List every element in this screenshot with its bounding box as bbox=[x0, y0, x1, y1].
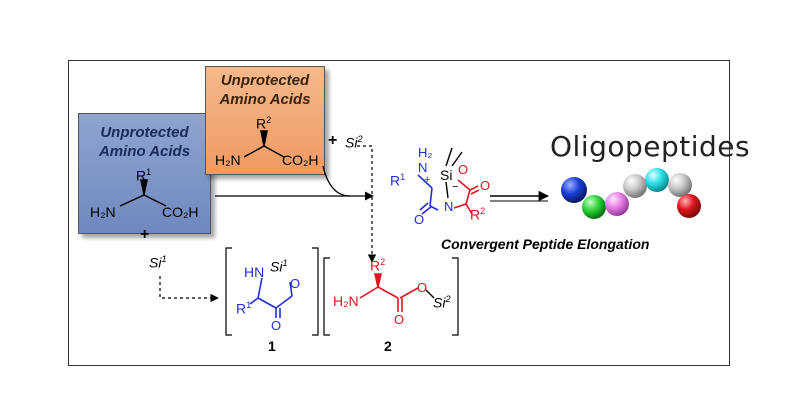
intermediate-2-si-bond bbox=[425, 289, 435, 299]
intermediate-2-bonds bbox=[359, 273, 419, 312]
int1-carbonyl-o: O bbox=[271, 318, 282, 333]
intermediate-1-bonds bbox=[249, 277, 293, 318]
box1-structure-bonds bbox=[119, 179, 167, 207]
product-carbonyl-o-red: O bbox=[480, 178, 491, 193]
product-carbonyl-o-blue: O bbox=[414, 212, 425, 227]
product-ring-n: N bbox=[444, 199, 454, 214]
box2-title-line1: Unprotected bbox=[220, 72, 310, 89]
unprotected-amino-acid-2-box: Unprotected Amino Acids bbox=[205, 66, 325, 175]
curved-arrow bbox=[322, 165, 351, 197]
box1-title-line2: Amino Acids bbox=[98, 143, 191, 160]
product-r2: R2 bbox=[470, 206, 486, 223]
si1-label: Si1 bbox=[149, 254, 167, 271]
box2-r-label: R2 bbox=[256, 115, 272, 132]
int1-r: R1 bbox=[236, 300, 252, 317]
product-red-bonds bbox=[453, 179, 480, 215]
oligopeptide-beads bbox=[561, 168, 701, 219]
bead-blue bbox=[561, 177, 587, 203]
bead-green bbox=[582, 195, 606, 219]
dashed-arrow-to-2 bbox=[357, 145, 377, 263]
product-r1: R1 bbox=[390, 172, 406, 189]
unprotected-amino-acid-1-box: Unprotected Amino Acids bbox=[78, 113, 211, 234]
plus-si1: + bbox=[140, 226, 150, 243]
box2-structure-bonds bbox=[243, 130, 285, 158]
product-ring-o: O bbox=[458, 162, 469, 177]
int2-number: 2 bbox=[384, 338, 392, 354]
box2-amine-label: H₂N bbox=[215, 152, 241, 168]
box1-r-label: R1 bbox=[136, 167, 152, 184]
int1-ring-o: O bbox=[290, 276, 301, 291]
bead-pink bbox=[605, 192, 629, 216]
product-blue-bonds bbox=[417, 174, 439, 215]
int2-amine: H₂N bbox=[333, 293, 359, 309]
int1-si: Si1 bbox=[270, 258, 288, 275]
int2-ester-o: O bbox=[417, 280, 428, 295]
bead-grey-1 bbox=[623, 174, 647, 198]
int1-number: 1 bbox=[268, 338, 276, 354]
box2-acid-label: CO₂H bbox=[282, 152, 319, 168]
oligopeptides-title: Oligopeptides bbox=[550, 130, 751, 163]
product-n-top: N bbox=[418, 160, 428, 175]
product-h2: H₂ bbox=[418, 145, 433, 160]
bead-cyan bbox=[645, 168, 669, 192]
int2-si: Si2 bbox=[433, 294, 451, 311]
si2-label: Si2 bbox=[345, 134, 363, 151]
product-minus-charge: − bbox=[452, 181, 459, 193]
box1-acid-label: CO₂H bbox=[162, 204, 199, 220]
box2-title-line2: Amino Acids bbox=[219, 91, 311, 108]
plus-si2: + bbox=[328, 132, 338, 149]
product-si-bonds bbox=[445, 147, 463, 199]
convergent-peptide-caption: Convergent Peptide Elongation bbox=[441, 236, 650, 252]
bead-red bbox=[677, 194, 701, 218]
bracket-intermediate-1 bbox=[225, 247, 319, 336]
bracket-intermediate-2 bbox=[323, 257, 459, 336]
box1-amine-label: H₂N bbox=[90, 204, 116, 220]
product-plus-charge: + bbox=[424, 174, 431, 186]
product-si: Si bbox=[440, 167, 453, 183]
box1-title-line1: Unprotected bbox=[100, 124, 189, 141]
dashed-arrow-to-1 bbox=[159, 276, 219, 303]
int2-r: R2 bbox=[370, 257, 386, 274]
int2-carbonyl-o: O bbox=[394, 312, 405, 327]
int1-nh: HN bbox=[244, 264, 265, 280]
bead-grey-2 bbox=[668, 173, 692, 197]
